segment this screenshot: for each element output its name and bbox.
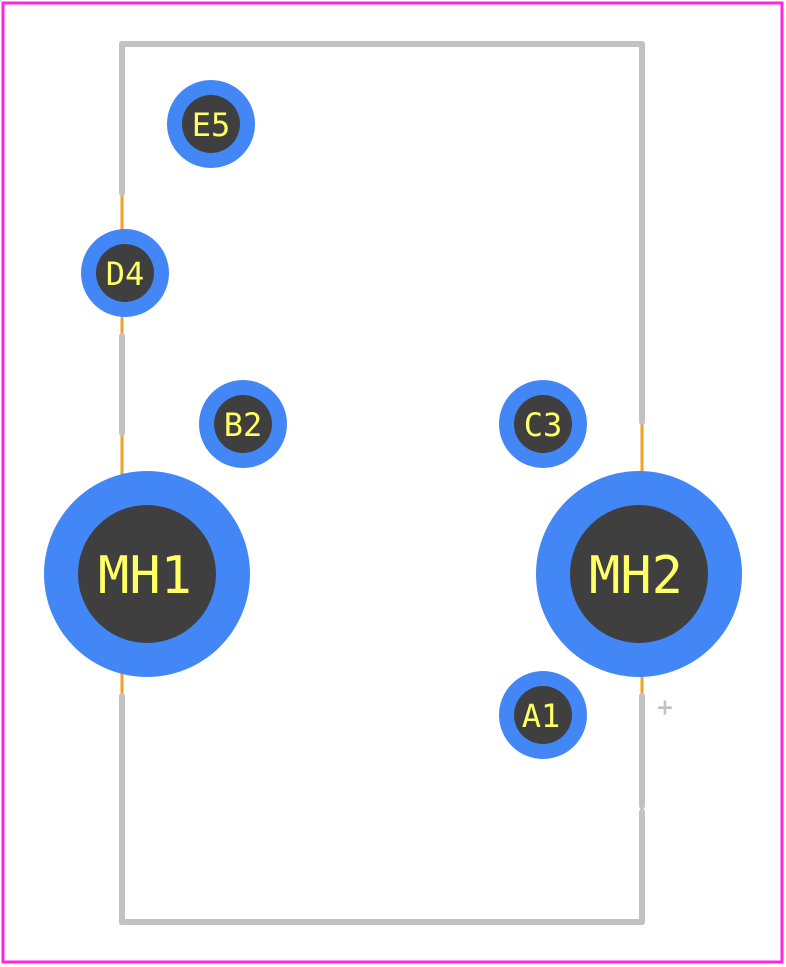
pad-a1[interactable]: A1 bbox=[499, 671, 587, 759]
pad-label: MH2 bbox=[589, 546, 683, 606]
pad-c3[interactable]: C3 bbox=[499, 380, 587, 468]
drill-hole bbox=[214, 395, 272, 453]
silkscreen-outline bbox=[119, 41, 645, 925]
drill-hole bbox=[514, 686, 572, 744]
pad-e5[interactable]: E5 bbox=[167, 80, 255, 168]
pad-mh1[interactable]: MH1 bbox=[44, 471, 250, 677]
pad-label: D4 bbox=[106, 255, 145, 293]
drill-hole bbox=[78, 505, 216, 643]
pad-label: MH1 bbox=[98, 546, 192, 606]
pad-mh2[interactable]: MH2 bbox=[536, 471, 742, 677]
fabrication-outline bbox=[120, 42, 644, 924]
pad-label: B2 bbox=[224, 406, 263, 444]
pad-label: A1 bbox=[522, 697, 561, 735]
pad-b2[interactable]: B2 bbox=[199, 380, 287, 468]
pin1-marker: + bbox=[656, 696, 674, 721]
drill-hole bbox=[182, 95, 240, 153]
drill-hole bbox=[570, 505, 708, 643]
pad-label: E5 bbox=[192, 106, 231, 144]
drill-hole bbox=[514, 395, 572, 453]
drill-hole bbox=[96, 244, 154, 302]
pad-d4[interactable]: D4 bbox=[81, 229, 169, 317]
pad-label: C3 bbox=[524, 406, 563, 444]
